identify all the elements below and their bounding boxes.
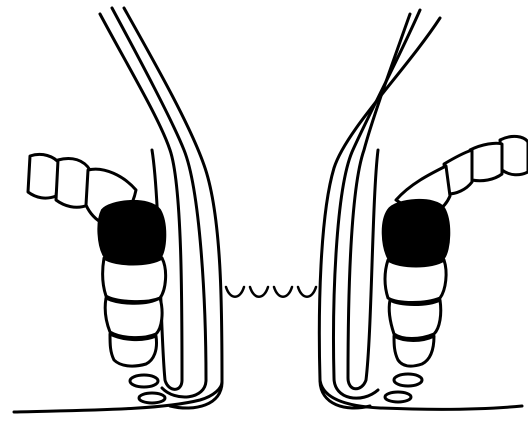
left-dark-segment bbox=[98, 201, 165, 262]
left-structure bbox=[14, 8, 222, 412]
left-oval-1 bbox=[130, 375, 158, 387]
left-oval-2 bbox=[139, 393, 165, 403]
right-structure bbox=[319, 10, 528, 409]
right-oval-1 bbox=[394, 374, 422, 386]
right-segment-column bbox=[383, 136, 528, 402]
left-segment-column bbox=[28, 154, 166, 403]
right-dark-segment bbox=[383, 200, 450, 264]
left-segment-5 bbox=[103, 258, 166, 302]
right-oval-2 bbox=[385, 392, 411, 402]
right-segment-7 bbox=[389, 300, 441, 339]
right-segment-2 bbox=[470, 143, 502, 181]
right-segment-8 bbox=[394, 336, 434, 366]
left-segment-6 bbox=[105, 298, 162, 338]
right-segment-1 bbox=[500, 136, 528, 174]
left-segment-7 bbox=[110, 334, 157, 366]
right-segment-6 bbox=[385, 260, 446, 303]
center-waves bbox=[226, 287, 316, 297]
